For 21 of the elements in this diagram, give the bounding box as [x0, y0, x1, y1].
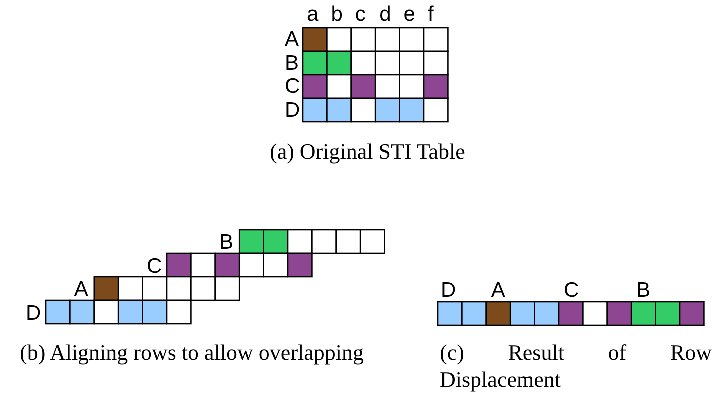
row-label: A	[491, 280, 506, 302]
row-label: D	[441, 280, 456, 302]
column-header: b	[331, 4, 343, 26]
column-header: a	[307, 4, 319, 26]
column-header: e	[404, 4, 416, 26]
column-header: f	[428, 4, 434, 26]
figure-caption: (b) Aligning rows to allow overlapping	[20, 339, 366, 366]
row-label: D	[285, 100, 300, 122]
row-label: D	[26, 302, 42, 324]
figure-caption: (a) Original STI Table	[270, 138, 466, 165]
row-label: B	[220, 232, 234, 254]
row-label: A	[285, 29, 300, 51]
row-label: C	[564, 280, 580, 302]
row-label: B	[285, 52, 300, 74]
column-header: d	[380, 4, 392, 26]
row-label: C	[147, 256, 162, 278]
row-label: A	[74, 279, 88, 301]
row-label: B	[636, 280, 651, 302]
figure-caption: (c) Result of Row Displacement	[440, 339, 712, 393]
row-label: C	[285, 76, 300, 98]
column-header: c	[355, 4, 366, 26]
